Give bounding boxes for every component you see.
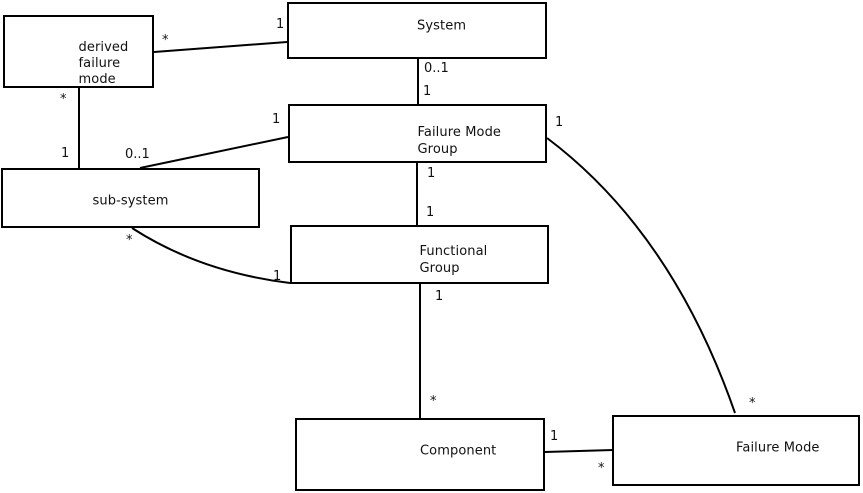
entity-system-label: System [417, 18, 467, 34]
entity-sub-system: sub-system [1, 168, 260, 228]
entity-component-label: Component [420, 443, 497, 459]
multiplicity-fg-component-target: * [430, 394, 437, 409]
multiplicity-fmg-fm-source: 1 [555, 115, 564, 130]
entity-functional-group: Functional Group [290, 225, 549, 284]
association-line-dfm-system [153, 41, 288, 53]
multiplicity-fmg-fg-source: 1 [427, 166, 436, 181]
association-line-component-fm [544, 449, 614, 453]
entity-failure-mode-label: Failure Mode [736, 440, 820, 456]
multiplicity-dfm-system-target: 1 [276, 17, 285, 32]
multiplicity-component-fm-source: 1 [550, 429, 559, 444]
multiplicity-system-fmg-source: 0..1 [424, 61, 449, 76]
multiplicity-fmg-fg-target: 1 [426, 205, 435, 220]
association-line-subsystem-fmg [139, 136, 289, 169]
entity-failure-mode-group: Failure Mode Group [288, 104, 547, 163]
entity-component: Component [295, 418, 545, 491]
entity-failure-mode-group-label: Failure Mode Group [417, 124, 502, 157]
association-line-subsystem-fg [131, 227, 291, 284]
entity-functional-group-label: Functional Group [419, 244, 488, 276]
multiplicity-fg-component-source: 1 [435, 289, 444, 304]
multiplicity-dfm-subsystem-target: 1 [61, 146, 70, 161]
multiplicity-system-fmg-target: 1 [423, 84, 432, 99]
multiplicity-fmg-fm-target: * [749, 396, 756, 411]
entity-sub-system-label: sub-system [92, 193, 169, 209]
multiplicity-component-fm-target: * [598, 461, 605, 476]
multiplicity-dfm-subsystem-source: * [60, 92, 67, 107]
multiplicity-subsystem-fg-source: * [126, 233, 133, 248]
multiplicity-subsystem-fg-target: 1 [273, 269, 282, 284]
entity-system: System [287, 2, 547, 59]
entity-derived-failure-mode: derived failure mode [3, 15, 154, 88]
entity-derived-failure-mode-label: derived failure mode [78, 39, 129, 87]
multiplicity-dfm-system-source: * [162, 33, 169, 48]
multiplicity-subsystem-fmg-source: 0..1 [125, 147, 150, 162]
entity-failure-mode: Failure Mode [612, 415, 860, 486]
association-line-fmg-fm [546, 137, 736, 414]
multiplicity-subsystem-fmg-target: 1 [272, 112, 281, 127]
